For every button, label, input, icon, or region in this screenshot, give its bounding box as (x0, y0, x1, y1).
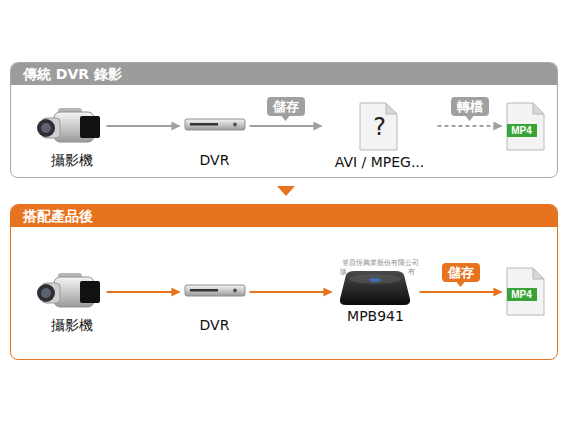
down-triangle (277, 186, 295, 196)
edge-tag: 轉檔 (451, 97, 489, 116)
camcorder-icon (37, 108, 100, 142)
device-label: MPB941 (315, 308, 437, 324)
watermark: 登昌恆興業股份有限公司 (342, 259, 419, 267)
dvr-button (233, 289, 237, 293)
file-fold (386, 103, 397, 114)
format-label: AVI / MPEG... (305, 154, 455, 170)
camcorder-lens-glass (41, 123, 51, 133)
device-body (340, 271, 410, 305)
mp4-node: MP4 (505, 266, 549, 318)
camcorder-lens (37, 284, 55, 302)
file-page (507, 268, 544, 315)
device-label: DVR (163, 152, 267, 168)
dvr-button (233, 123, 237, 127)
mp4-node: MP4 (505, 100, 549, 152)
dvr-slot (190, 123, 218, 126)
dvr-body (185, 119, 245, 130)
section-panel: 傳統 DVR 錄影攝影機DVR?AVI / MPEG...MP4 (10, 62, 558, 178)
camcorder-screen (80, 281, 100, 303)
dvr-icon (185, 285, 245, 296)
dvr-icon (185, 119, 245, 130)
section-panel: 搭配產品後攝影機 DVR MPB941 MP4 (10, 204, 558, 360)
flow-arrow (250, 125, 322, 127)
camcorder-lens-glass (41, 288, 51, 298)
watermark: 有 (408, 268, 415, 276)
product-node: MPB941 (335, 258, 417, 324)
camcorder-screen (80, 116, 100, 138)
file-fold (533, 103, 544, 114)
device-label: 攝影機 (20, 152, 124, 168)
section-header: 搭配產品後 (11, 205, 557, 227)
tag-notch (466, 116, 474, 121)
flow-arrow (107, 291, 180, 293)
dvr-slot (190, 289, 218, 292)
camcorder-node: 攝影機 (40, 100, 104, 168)
tag-notch (282, 116, 290, 121)
dvr-body (185, 285, 245, 296)
camcorder-node: 攝影機 (40, 265, 104, 333)
file-page (507, 103, 544, 150)
edge-tag: 儲存 (442, 263, 480, 282)
flow-arrow (250, 291, 332, 293)
edge-tag: 儲存 (267, 97, 305, 116)
flow-arrow (107, 125, 180, 127)
file-fold (533, 268, 544, 279)
mp4-file-icon (507, 103, 544, 150)
flow-arrow (420, 291, 502, 293)
mp4-tag: MP4 (507, 124, 537, 137)
device-label: DVR (163, 317, 267, 333)
device-label: 攝影機 (20, 317, 124, 333)
section-header: 傳統 DVR 錄影 (11, 63, 557, 85)
flow-arrow (438, 125, 502, 127)
tag-notch (457, 282, 465, 287)
dvr-node: DVR (183, 265, 247, 333)
file-mark: ? (325, 114, 435, 140)
mp4-tag: MP4 (507, 288, 537, 301)
mp4-file-icon (507, 268, 544, 315)
device-logo (369, 278, 381, 282)
mpb941-icon (340, 271, 410, 305)
camcorder-lens (37, 119, 55, 137)
camcorder-icon (37, 273, 100, 307)
dvr-node: DVR (183, 100, 247, 168)
watermark: 版 (340, 268, 347, 276)
file-node: ?AVI / MPEG... (325, 98, 435, 170)
device-gloss (349, 274, 401, 284)
